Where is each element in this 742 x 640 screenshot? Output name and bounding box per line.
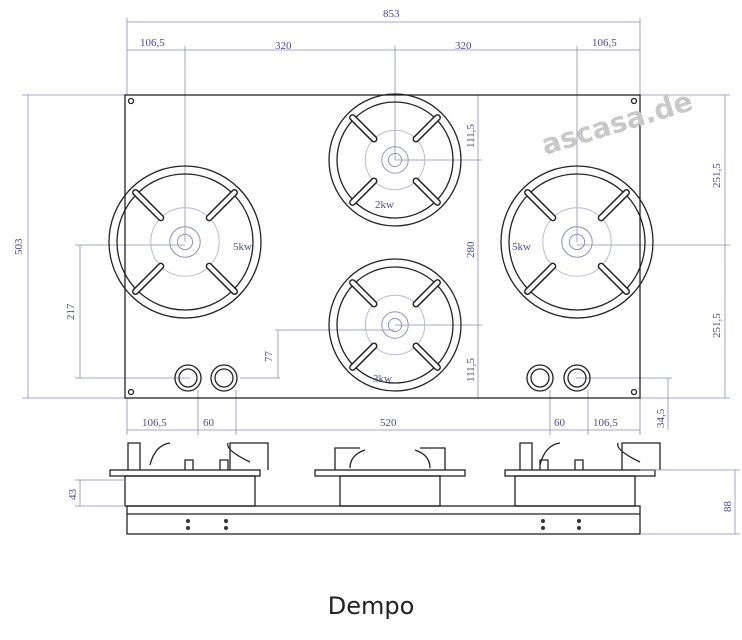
dim-left-burner-height: 217 [65, 303, 77, 320]
burner-label-top-center: 2kw [375, 199, 394, 211]
knob [210, 364, 238, 392]
top-dimensions: 853 106,5 320 320 106,5 [126, 8, 641, 242]
dim-overall-depth: 503 [13, 238, 25, 255]
dim-span-right: 320 [455, 40, 472, 52]
knob [174, 364, 202, 392]
dim-right-lower: 251,5 [711, 313, 723, 338]
burner-label-right: 5kw [512, 241, 531, 253]
product-title: Dempo [327, 592, 415, 620]
knobs [174, 364, 591, 392]
dim-top-burner-offset: 111,5 [465, 124, 477, 148]
side-view: 43 88 [67, 442, 740, 535]
dim-knob-edge: 34,5 [655, 408, 667, 428]
knob [563, 364, 591, 392]
dim-burner-spacing: 280 [465, 241, 477, 258]
dim-overall-width: 853 [383, 8, 400, 20]
dim-span-left: 320 [275, 40, 292, 52]
watermark: ascasa.de [537, 84, 696, 161]
dim-knob-gap-left: 60 [203, 417, 215, 429]
right-dimensions: 111,5 280 111,5 251,5 251,5 34,5 [395, 94, 730, 430]
dim-knob-span: 520 [380, 417, 397, 429]
dim-bottom-right-offset: 106,5 [593, 417, 618, 429]
left-dimensions: 503 217 77 [13, 94, 395, 399]
dim-bottom-left-offset: 106,5 [142, 417, 167, 429]
burner-top-center [328, 93, 462, 227]
dim-right-upper: 251,5 [711, 163, 723, 188]
burner-left [108, 165, 262, 319]
dim-left-offset: 106,5 [140, 37, 165, 49]
burner-label-left: 5kw [233, 241, 252, 253]
dim-right-offset: 106,5 [592, 37, 617, 49]
burner-bottom-center [328, 258, 462, 392]
bottom-dimensions: 106,5 60 520 60 106,5 [126, 390, 641, 435]
burner-right [500, 165, 654, 319]
dim-knob-gap-right: 60 [554, 417, 566, 429]
knob [526, 364, 554, 392]
burner-label-bottom-center: 3kw [373, 373, 392, 385]
dim-plate-height: 43 [67, 489, 79, 501]
dim-total-height: 88 [722, 501, 734, 513]
dim-bottom-burner-offset: 111,5 [465, 358, 477, 382]
dim-knob-height: 77 [263, 351, 275, 363]
